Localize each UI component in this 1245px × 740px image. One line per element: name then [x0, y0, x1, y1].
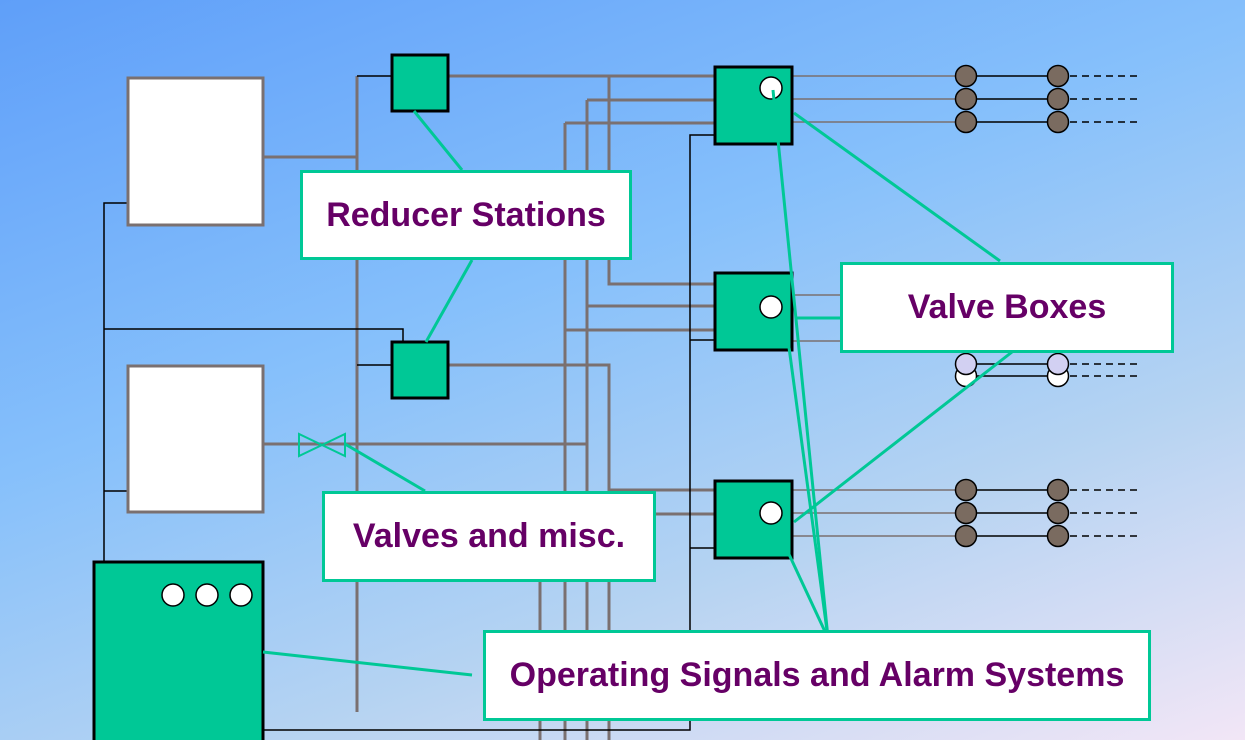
reducer-station-1 [390, 53, 450, 113]
indicator-lamp [759, 295, 783, 319]
valve-box-1 [713, 65, 794, 146]
valves-misc-text: Valves and misc. [352, 517, 626, 555]
source-tank-1 [126, 76, 265, 227]
indicator-lamp [161, 583, 185, 607]
valve-symbol [298, 432, 346, 458]
source-tank-2 [126, 364, 265, 514]
outgoing-lines [792, 75, 966, 537]
reducer-station-2 [390, 340, 450, 400]
valve-boxes-text: Valve Boxes [907, 288, 1107, 326]
signals-alarms-text: Operating Signals and Alarm Systems [509, 656, 1125, 694]
indicator-lamp [195, 583, 219, 607]
indicator-lamp [759, 76, 783, 100]
valve-box-3 [713, 479, 794, 560]
indicator-lamp [759, 501, 783, 525]
valve-boxes-label: Valve Boxes [840, 262, 1174, 353]
reducer-stations-label: Reducer Stations [300, 170, 632, 260]
leader-lines [262, 89, 1013, 677]
gas-bottles [954, 64, 1070, 548]
signals-alarms-label: Operating Signals and Alarm Systems [483, 630, 1151, 721]
valves-misc-label: Valves and misc. [322, 491, 656, 582]
manifold-row [966, 75, 1058, 537]
indicator-lamp [229, 583, 253, 607]
reducer-stations-text: Reducer Stations [326, 195, 606, 234]
